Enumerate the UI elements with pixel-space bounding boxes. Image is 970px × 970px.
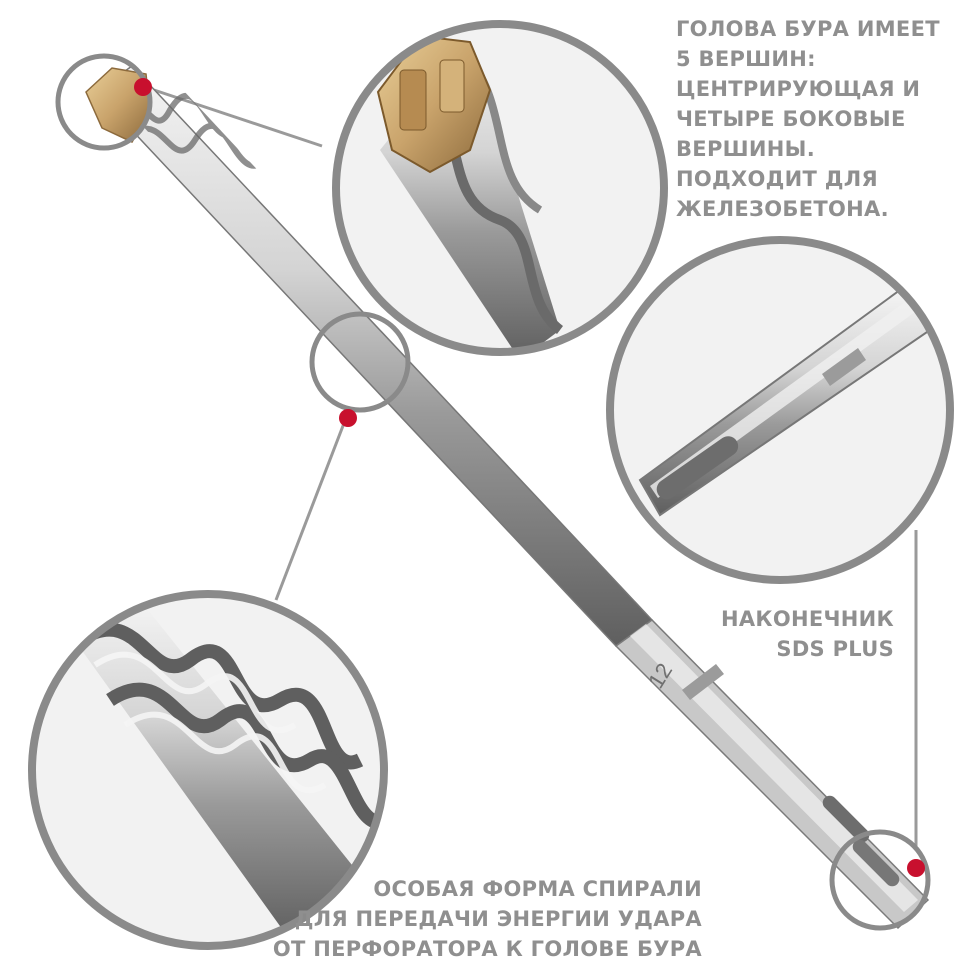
caption-line: ОТ ПЕРФОРАТОРА К ГОЛОВЕ БУРА — [272, 937, 702, 961]
callout-ring-spiral-small — [309, 311, 411, 427]
caption-line: ВЕРШИНЫ. — [676, 137, 815, 161]
caption-line: SDS PLUS — [776, 637, 894, 661]
caption-line: ДЛЯ ПЕРЕДАЧИ ЭНЕРГИИ УДАРА — [294, 907, 702, 931]
caption-line: НАКОНЕЧНИК — [720, 607, 894, 631]
caption-line: 5 ВЕРШИН: — [676, 47, 816, 71]
sds-slot-magnified — [656, 436, 739, 500]
callout-ring-head-small — [55, 53, 153, 151]
caption-line: ЖЕЛЕЗОБЕТОНА. — [676, 197, 889, 221]
caption-sds-plus-shank: НАКОНЕЧНИК SDS PLUS — [721, 604, 894, 664]
callout-dot-shank — [907, 859, 925, 877]
magnified-callout-spiral — [28, 590, 388, 950]
magnified-callout-shank — [606, 236, 954, 584]
sds-slot — [822, 795, 870, 843]
caption-line: ПОДХОДИТ ДЛЯ — [676, 167, 879, 191]
callout-dot-spiral — [339, 409, 357, 427]
caption-line: ОСОБАЯ ФОРМА СПИРАЛИ — [373, 877, 702, 901]
magnified-callout-head — [332, 20, 668, 356]
caption-drill-head: ГОЛОВА БУРА ИМЕЕТ 5 ВЕРШИН: ЦЕНТРИРУЮЩАЯ… — [676, 14, 940, 224]
caption-line: ГОЛОВА БУРА ИМЕЕТ — [676, 17, 940, 41]
callout-dot-head — [134, 78, 152, 96]
caption-line: ЧЕТЫРЕ БОКОВЫЕ — [676, 107, 906, 131]
caption-line: ЦЕНТРИРУЮЩАЯ И — [676, 77, 921, 101]
callout-ring-shank-small — [829, 829, 931, 931]
caption-spiral: ОСОБАЯ ФОРМА СПИРАЛИ ДЛЯ ПЕРЕДАЧИ ЭНЕРГИ… — [273, 874, 702, 964]
